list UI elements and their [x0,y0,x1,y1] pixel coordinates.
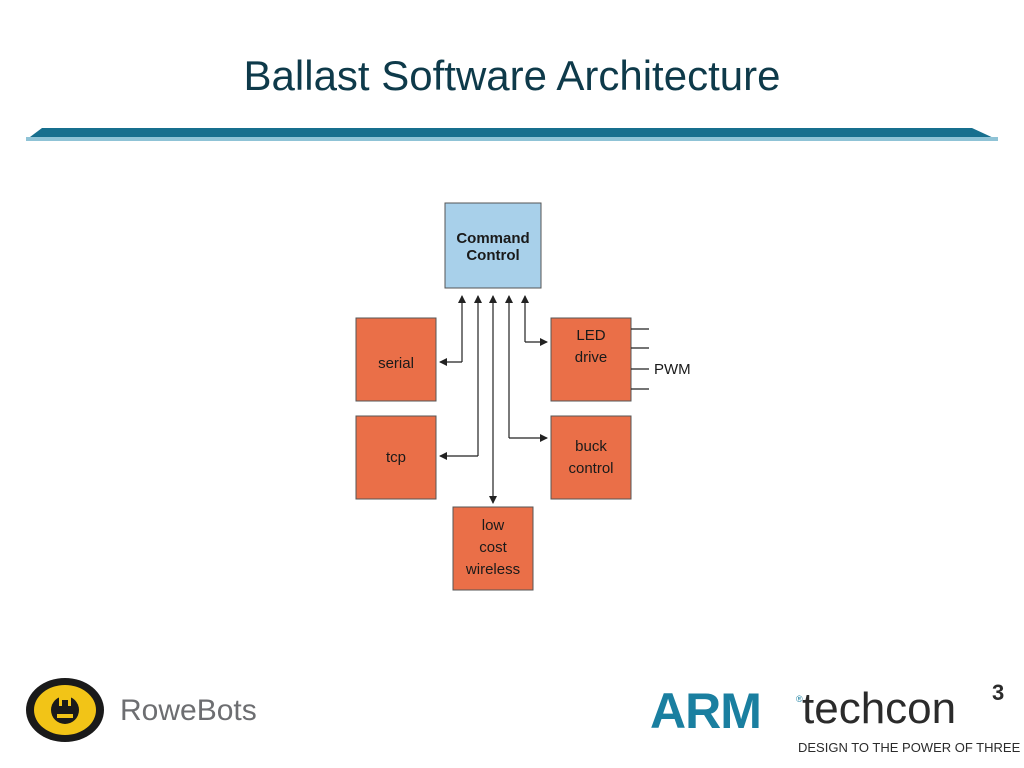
command-control-node: Command Control [444,202,542,289]
pwm-label: PWM [654,361,691,378]
serial-connector [439,295,466,366]
tcp-connector [439,295,482,460]
slide-title: Ballast Software Architecture [243,52,781,99]
led-drive-label-line-2: drive [575,349,608,366]
led-drive-label-line-1: LED [576,327,605,344]
buck-control-label-line-1: buck [575,438,607,455]
led-drive-node: LED drive [550,317,632,402]
techcon-tagline: DESIGN TO THE POWER OF THREE [798,740,1021,755]
serial-label: serial [378,355,414,372]
title-divider-bar [26,128,998,141]
buck-control-node: buck control [550,415,632,500]
techcon-wordmark: techcon [802,684,957,733]
wireless-label-line-2: cost [479,539,507,556]
rowebots-emblem-icon [26,678,104,742]
tcp-node: tcp [355,415,437,500]
tcp-label: tcp [386,449,406,466]
buck-control-connector [505,295,548,442]
pwm-output-lines [631,328,649,390]
rowebots-wordmark: RoweBots [120,694,257,727]
arm-techcon-logo: ARM ® techcon 3 DESIGN TO THE POWER OF T… [648,680,1020,760]
command-control-label-line-1: Command [456,230,529,247]
low-cost-wireless-node: low cost wireless [452,506,534,591]
serial-node: serial [355,317,437,402]
techcon-superscript: 3 [992,680,1005,705]
wireless-label-line-3: wireless [465,561,520,578]
led-drive-connector [521,295,548,346]
arm-wordmark: ARM [650,683,762,739]
arm-registered-mark: ® [796,694,803,704]
rowebots-logo: RoweBots [24,676,274,746]
buck-control-label-line-2: control [568,460,613,477]
wireless-label-line-1: low [482,517,505,534]
command-control-label-line-2: Control [466,247,519,264]
